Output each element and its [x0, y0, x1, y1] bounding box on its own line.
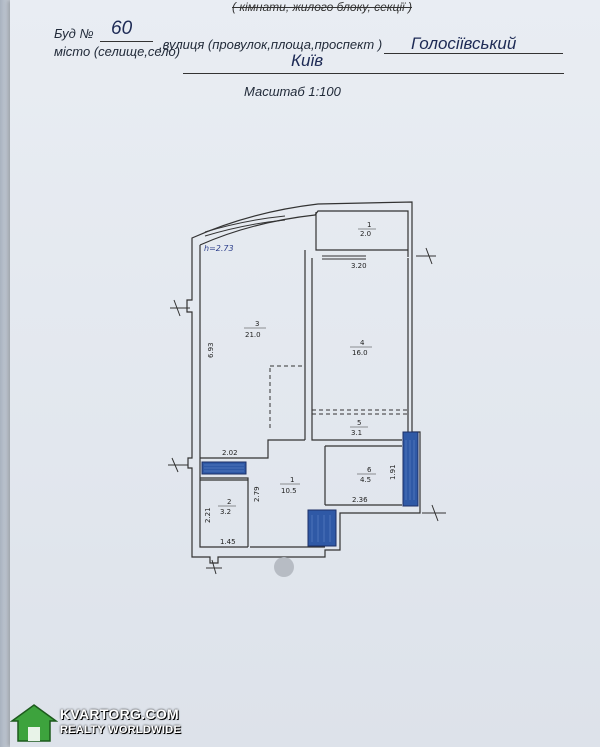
room-4-num: 4 [360, 339, 365, 347]
room-3-area: 21.0 [245, 331, 261, 339]
room-1b-area: 10.5 [281, 487, 297, 495]
city-label: місто (селище,село) [54, 44, 181, 59]
room-1-num: 1 [367, 221, 371, 229]
room-2-num: 2 [227, 498, 231, 506]
dim-2-02: 2.02 [222, 449, 238, 457]
street-underline [384, 53, 563, 54]
room-5-num: 5 [357, 419, 361, 427]
watermark-main: KVARTORG.COM [60, 706, 179, 722]
street-label: ,вулиця (провулок,площа,проспект ) [159, 37, 383, 52]
city-underline [183, 73, 564, 74]
room-6-num: 6 [367, 466, 372, 474]
room-1-area: 2.0 [360, 230, 371, 238]
height-note: h=2.73 [204, 244, 234, 253]
room-3-num: 3 [255, 320, 259, 328]
dim-1-91: 1.91 [389, 464, 397, 480]
dim-1-45: 1.45 [220, 538, 236, 546]
room-1b-num: 1 [290, 476, 294, 484]
page-edge [0, 0, 10, 747]
street-value: Голосіївський [411, 34, 517, 53]
struck-subtitle: ( кімнати, жилого блоку, секції ) [232, 0, 412, 14]
dim-2-21: 2.21 [204, 507, 212, 523]
dim-2-36: 2.36 [352, 496, 368, 504]
building-label: Буд № [54, 26, 94, 41]
watermark-sub: REALTY WORLDWIDE [60, 724, 182, 736]
room-2-area: 3.2 [220, 508, 231, 516]
building-number: 60 [111, 18, 133, 39]
building-underline [100, 41, 153, 42]
dim-2-79: 2.79 [253, 486, 261, 502]
scale-label: Масштаб 1:100 [244, 84, 341, 99]
dim-3-20: 3.20 [351, 262, 367, 270]
room-6-area: 4.5 [360, 476, 371, 484]
room-5-area: 3.1 [351, 429, 362, 437]
city-value: Київ [291, 51, 324, 70]
kvartorg-logo [10, 704, 58, 742]
dim-6-93: 6.93 [207, 342, 215, 358]
shadow-spot [274, 557, 294, 577]
room-4-area: 16.0 [352, 349, 368, 357]
